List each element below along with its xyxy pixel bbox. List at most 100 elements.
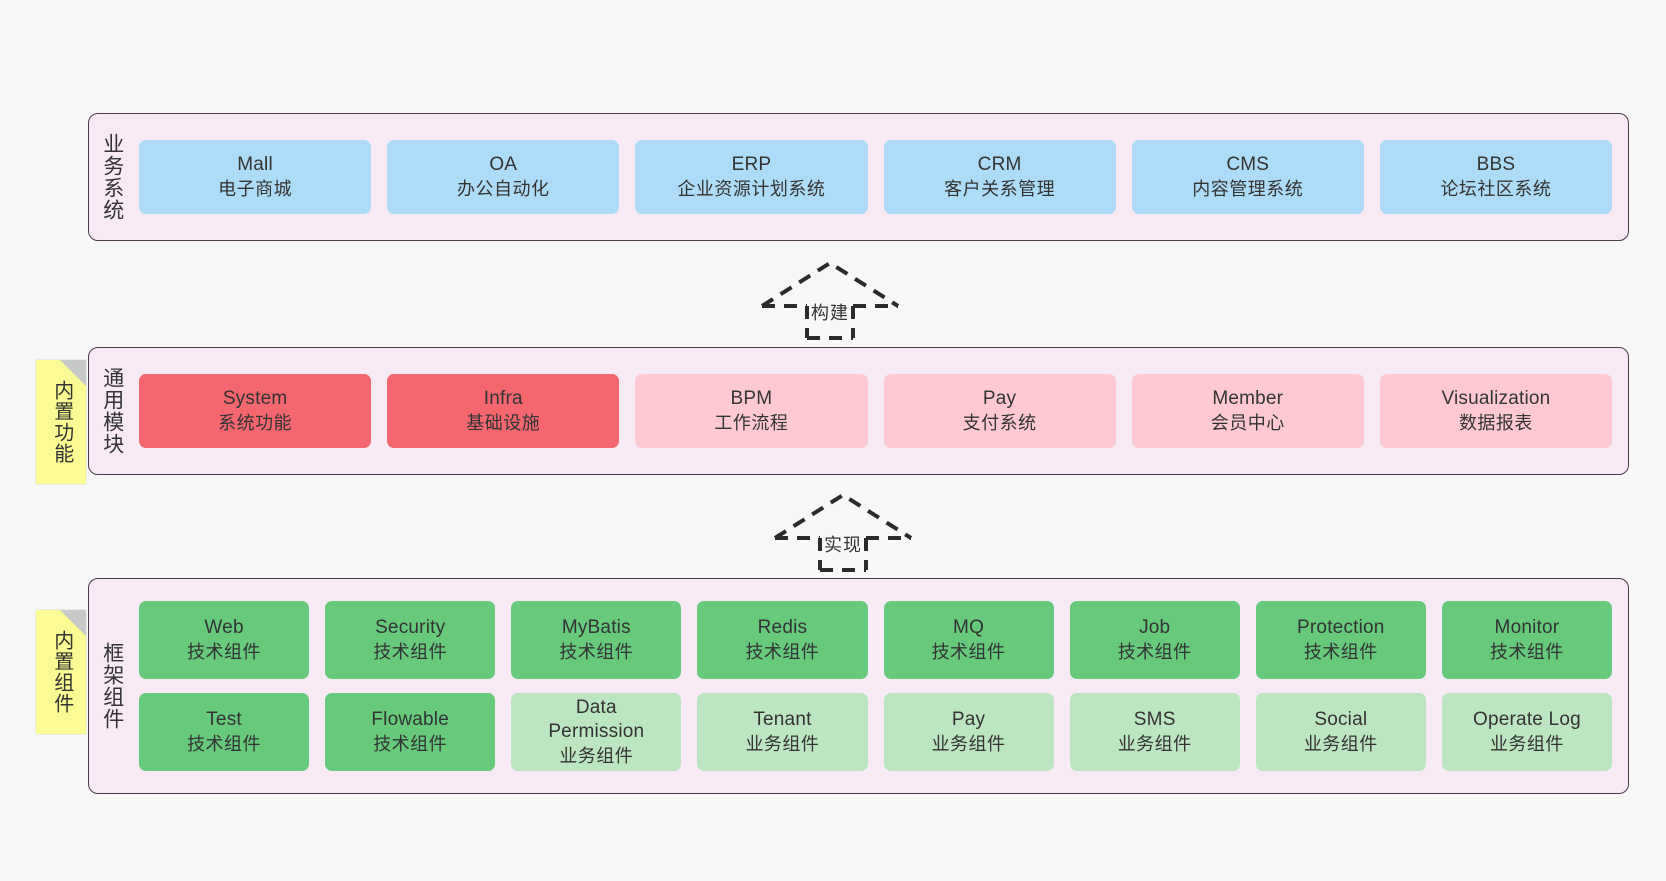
card-subtitle: 会员中心 (1210, 412, 1285, 433)
card-subtitle: 技术组件 (187, 733, 262, 754)
connector-build-label: 构建 (811, 303, 849, 323)
card-title: SMS (1133, 709, 1176, 731)
card-subtitle: 论坛社区系统 (1440, 178, 1552, 199)
card-title: Social (1314, 709, 1368, 731)
card-test[interactable]: Test 技术组件 (139, 693, 310, 771)
card-subtitle: 业务组件 (1489, 733, 1564, 754)
card-web[interactable]: Web 技术组件 (139, 601, 310, 679)
card-mq[interactable]: MQ 技术组件 (883, 601, 1054, 679)
card-title: Web (204, 617, 244, 639)
layer-body-common-module: System 系统功能 Infra 基础设施 BPM 工作流程 Pay 支付系统… (135, 348, 1628, 474)
card-subtitle: 基础设施 (466, 412, 541, 433)
card-bpm[interactable]: BPM 工作流程 (635, 374, 868, 448)
card-title: Job (1139, 617, 1171, 639)
build-arrow-icon (760, 260, 900, 340)
card-subtitle: 业务组件 (1117, 733, 1192, 754)
card-data-permission[interactable]: Data Permission 业务组件 (511, 693, 682, 771)
card-title: MQ (953, 617, 985, 639)
card-bbs[interactable]: BBS 论坛社区系统 (1379, 140, 1613, 214)
card-pay[interactable]: Pay 支付系统 (883, 374, 1116, 448)
card-subtitle: 技术组件 (559, 641, 634, 662)
card-sms[interactable]: SMS 业务组件 (1069, 693, 1240, 771)
card-title: Tenant (753, 709, 812, 731)
layer-body-business-system: Mall 电子商城 OA 办公自动化 ERP 企业资源计划系统 CRM 客户关系… (135, 114, 1628, 240)
card-subtitle: 业务组件 (931, 733, 1006, 754)
card-subtitle: 支付系统 (962, 412, 1037, 433)
card-title: BPM (730, 388, 773, 410)
card-security[interactable]: Security 技术组件 (325, 601, 496, 679)
layer-business-system[interactable]: 业务系统 Mall 电子商城 OA 办公自动化 ERP 企业资源计划系统 CRM… (88, 113, 1629, 241)
card-tenant[interactable]: Tenant 业务组件 (697, 693, 868, 771)
sticky-note-builtin-component[interactable]: 内置组件 (36, 610, 86, 734)
card-title: CRM (977, 154, 1022, 176)
card-title: Pay (982, 388, 1017, 410)
card-row: Web 技术组件 Security 技术组件 MyBatis 技术组件 Redi… (139, 601, 1612, 679)
card-title: CMS (1226, 154, 1270, 176)
card-infra[interactable]: Infra 基础设施 (387, 374, 620, 448)
card-member[interactable]: Member 会员中心 (1131, 374, 1364, 448)
card-title: Protection (1297, 617, 1385, 639)
connector-implement-label: 实现 (824, 535, 862, 555)
layer-title-common-module: 通用模块 (100, 367, 124, 455)
card-subtitle: 数据报表 (1458, 412, 1533, 433)
card-title: Security (375, 617, 446, 639)
card-subtitle: 业务组件 (745, 733, 820, 754)
card-visualization[interactable]: Visualization 数据报表 (1379, 374, 1613, 448)
layer-body-framework-component: Web 技术组件 Security 技术组件 MyBatis 技术组件 Redi… (135, 579, 1628, 793)
card-operate-log[interactable]: Operate Log 业务组件 (1441, 693, 1612, 771)
card-title: Mall (237, 154, 273, 176)
card-oa[interactable]: OA 办公自动化 (387, 140, 620, 214)
sticky-fold-icon (60, 360, 86, 386)
card-cms[interactable]: CMS 内容管理系统 (1131, 140, 1364, 214)
card-subtitle: 工作流程 (714, 412, 789, 433)
card-system[interactable]: System 系统功能 (139, 374, 372, 448)
card-subtitle: 内容管理系统 (1192, 178, 1304, 199)
card-subtitle: 系统功能 (218, 412, 293, 433)
card-title: Infra (483, 388, 523, 410)
card-title: OA (489, 154, 518, 176)
card-subtitle: 业务组件 (1303, 733, 1378, 754)
card-title: Data Permission (548, 697, 645, 743)
implement-arrow-icon (773, 492, 913, 572)
card-subtitle: 技术组件 (373, 641, 448, 662)
card-title: Operate Log (1473, 709, 1581, 731)
card-protection[interactable]: Protection 技术组件 (1255, 601, 1426, 679)
card-flowable[interactable]: Flowable 技术组件 (325, 693, 496, 771)
sticky-note-label: 内置组件 (50, 630, 73, 714)
card-title: ERP (731, 154, 772, 176)
card-title: Test (206, 709, 242, 731)
sticky-fold-icon (60, 610, 86, 636)
card-title: Redis (757, 617, 808, 639)
card-monitor[interactable]: Monitor 技术组件 (1441, 601, 1612, 679)
card-row: Test 技术组件 Flowable 技术组件 Data Permission … (139, 693, 1612, 771)
card-subtitle: 企业资源计划系统 (677, 178, 826, 199)
card-erp[interactable]: ERP 企业资源计划系统 (635, 140, 868, 214)
card-job[interactable]: Job 技术组件 (1069, 601, 1240, 679)
card-subtitle: 技术组件 (1489, 641, 1564, 662)
connector-implement: 实现 (770, 490, 916, 573)
card-mall[interactable]: Mall 电子商城 (139, 140, 372, 214)
layer-framework-component[interactable]: 框架组件 Web 技术组件 Security 技术组件 MyBatis 技术组件… (88, 578, 1629, 794)
card-subtitle: 技术组件 (187, 641, 262, 662)
sticky-note-builtin-function[interactable]: 内置功能 (36, 360, 86, 484)
card-subtitle: 技术组件 (1117, 641, 1192, 662)
card-title: Visualization (1441, 388, 1551, 410)
card-title: MyBatis (561, 617, 631, 639)
card-social[interactable]: Social 业务组件 (1255, 693, 1426, 771)
card-title: Member (1212, 388, 1284, 410)
connector-build: 构建 (757, 258, 903, 341)
layer-title-business-system: 业务系统 (100, 133, 124, 221)
card-subtitle: 业务组件 (559, 745, 634, 766)
card-crm[interactable]: CRM 客户关系管理 (883, 140, 1116, 214)
card-pay-business[interactable]: Pay 业务组件 (883, 693, 1054, 771)
layer-common-module[interactable]: 通用模块 System 系统功能 Infra 基础设施 BPM 工作流程 Pay… (88, 347, 1629, 475)
card-title: Pay (951, 709, 986, 731)
layer-title-framework-component: 框架组件 (100, 642, 124, 730)
card-title: BBS (1476, 154, 1516, 176)
card-redis[interactable]: Redis 技术组件 (697, 601, 868, 679)
card-subtitle: 客户关系管理 (944, 178, 1056, 199)
card-title: Monitor (1494, 617, 1560, 639)
card-mybatis[interactable]: MyBatis 技术组件 (511, 601, 682, 679)
card-subtitle: 技术组件 (1303, 641, 1378, 662)
